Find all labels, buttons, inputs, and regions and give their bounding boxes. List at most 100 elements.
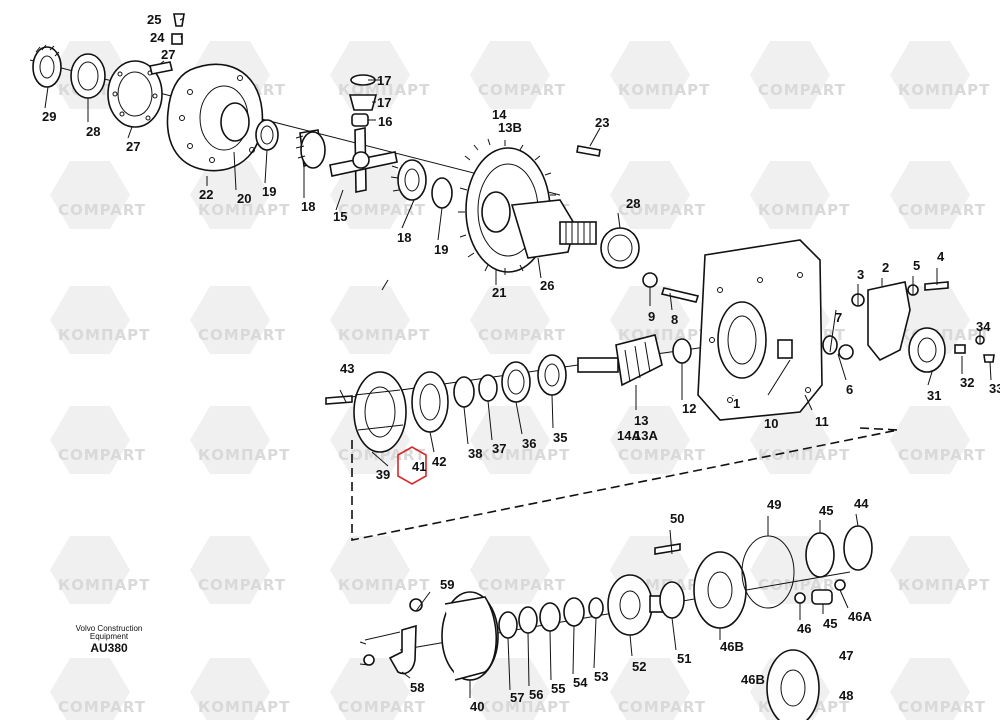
part-34-bearing-cup	[501, 361, 531, 403]
part-8-stud	[660, 287, 700, 303]
part-20-housing	[166, 63, 264, 172]
callout-label-14a: 14A	[617, 428, 641, 443]
leader-line	[339, 389, 347, 403]
part-9-nut	[642, 272, 658, 288]
watermark-text: COMPART	[618, 201, 706, 219]
callout-label-8: 8	[671, 312, 678, 327]
leader-line	[589, 127, 601, 147]
part-42-cup	[843, 525, 873, 571]
watermark-hexagon	[190, 658, 270, 720]
callout-label-11: 11	[815, 414, 829, 429]
part-24-case	[510, 199, 597, 259]
watermark-hexagon	[330, 161, 410, 229]
part-29-gear	[908, 327, 946, 373]
callout-label-38: 38	[468, 446, 482, 461]
watermark-text: COMPART	[338, 446, 426, 464]
watermark-hexagon	[190, 286, 270, 354]
callout-label-21: 21	[492, 285, 506, 300]
watermark-hexagon	[330, 536, 410, 604]
watermark-text: КОМПАРТ	[758, 201, 850, 219]
leader-line	[839, 589, 849, 609]
callout-label-51: 51	[677, 651, 691, 666]
part-30-clip	[954, 344, 966, 354]
part-22-nut	[171, 33, 183, 45]
callout-label-39: 39	[376, 467, 390, 482]
watermark-hexagon	[50, 658, 130, 720]
part-56-pipe	[388, 624, 417, 675]
callout-label-13b: 13B	[498, 120, 522, 135]
leader-line	[463, 406, 469, 445]
watermark-hexagon	[890, 286, 970, 354]
part-58-nut	[363, 654, 375, 666]
part-2-bracket	[867, 281, 911, 362]
watermark-hexagon	[190, 406, 270, 474]
leader-line	[429, 431, 435, 453]
leader-line	[989, 361, 992, 381]
part-41-bolt	[325, 395, 353, 405]
leader-line	[381, 279, 389, 291]
watermark-text: COMPART	[478, 576, 566, 594]
caption-line-1: Volvo Construction	[75, 624, 143, 633]
part-18-thrust-washer-second	[431, 177, 453, 209]
part-4-bolt	[924, 281, 949, 291]
watermark-hexagon	[470, 41, 550, 109]
watermark-text: КОМПАРТ	[758, 446, 850, 464]
part-18-thrust-washer	[255, 119, 279, 151]
watermark-text: COMPART	[58, 698, 146, 716]
leader-line	[359, 663, 370, 666]
callout-label-42: 42	[432, 454, 446, 469]
part-35-shim	[478, 374, 498, 402]
watermark-hexagon	[330, 658, 410, 720]
watermark-hexagon	[890, 406, 970, 474]
watermark-hexagon	[610, 406, 690, 474]
callout-label-15: 15	[333, 209, 347, 224]
callout-label-27: 27	[126, 139, 140, 154]
callout-label-1: 1	[733, 396, 740, 411]
callout-label-49: 49	[767, 497, 781, 512]
part-37-flange	[353, 371, 407, 453]
callout-label-29: 29	[42, 109, 56, 124]
watermark-text: COMPART	[758, 81, 846, 99]
watermark-hexagon	[610, 161, 690, 229]
leader-line	[551, 394, 554, 429]
leader-line	[572, 625, 575, 675]
watermark-text: COMPART	[198, 576, 286, 594]
watermark-hexagon	[890, 658, 970, 720]
leader-line	[233, 151, 237, 191]
callout-label-52: 52	[632, 659, 646, 674]
callout-label-43: 43	[340, 361, 354, 376]
leader-lines	[44, 17, 992, 698]
callout-label-7: 7	[835, 310, 842, 325]
leader-line	[401, 199, 415, 229]
callout-label-48: 48	[839, 688, 853, 703]
leader-line	[159, 60, 165, 65]
watermark-hexagon	[50, 536, 130, 604]
watermark-hexagon	[50, 161, 130, 229]
watermark-text: КОМПАРТ	[898, 81, 990, 99]
callout-label-32: 32	[960, 375, 974, 390]
callout-label-6: 6	[846, 382, 853, 397]
watermark-text: COMPART	[618, 446, 706, 464]
leader-line	[437, 207, 443, 241]
part-40-seal-plate	[411, 371, 449, 433]
callout-label-24: 24	[150, 30, 165, 45]
callout-label-56: 56	[529, 687, 543, 702]
leader-line	[371, 451, 389, 467]
callout-label-25: 25	[147, 12, 161, 27]
highlight-hexagon-39[interactable]	[397, 446, 427, 485]
part-26-lock-plate	[149, 61, 173, 75]
part-12-bearing	[672, 338, 692, 364]
callout-label-10: 10	[764, 416, 778, 431]
leader-line	[335, 189, 344, 211]
watermark-text: КОМПАРТ	[198, 446, 290, 464]
leader-line	[527, 632, 530, 687]
part-7-washer	[822, 335, 838, 355]
leader-line	[629, 634, 633, 657]
callout-label-55: 55	[551, 681, 565, 696]
watermark-text: COMPART	[478, 81, 566, 99]
callout-label-40: 40	[470, 699, 484, 714]
watermark-text: COMPART	[58, 201, 146, 219]
watermark-text: COMPART	[198, 326, 286, 344]
part-14a-bushing	[351, 113, 369, 127]
